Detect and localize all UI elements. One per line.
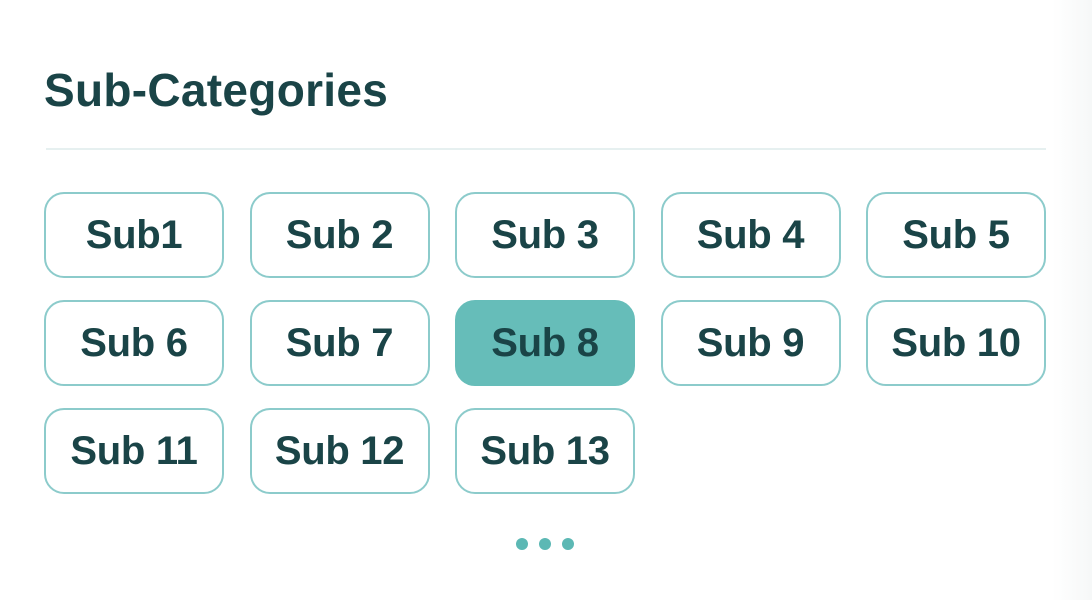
more-button[interactable] xyxy=(516,538,574,550)
subcategory-chip[interactable]: Sub 11 xyxy=(44,408,224,494)
ellipsis-icon xyxy=(539,538,551,550)
subcategory-chip[interactable]: Sub 6 xyxy=(44,300,224,386)
subcategory-chip[interactable]: Sub 9 xyxy=(660,300,841,386)
title-divider xyxy=(46,148,1046,150)
subcategory-chip[interactable]: Sub 2 xyxy=(249,192,430,278)
subcategory-chip[interactable]: Sub 3 xyxy=(455,192,635,278)
subcategory-chip[interactable]: Sub1 xyxy=(44,192,224,278)
subcategory-chip[interactable]: Sub 12 xyxy=(249,408,430,494)
ellipsis-icon xyxy=(516,538,528,550)
subcategory-chip-grid: Sub1 Sub 2 Sub 3 Sub 4 Sub 5 Sub 6 Sub 7… xyxy=(44,192,1046,494)
subcategory-chip[interactable]: Sub 7 xyxy=(249,300,430,386)
subcategory-chip[interactable]: Sub 10 xyxy=(866,300,1046,386)
section-title: Sub-Categories xyxy=(44,64,389,116)
subcategory-chip[interactable]: Sub 4 xyxy=(660,192,841,278)
subcategory-chip[interactable]: Sub 13 xyxy=(455,408,635,494)
subcategory-chip[interactable]: Sub 5 xyxy=(866,192,1046,278)
subcategory-chip-selected[interactable]: Sub 8 xyxy=(455,300,635,386)
ellipsis-icon xyxy=(562,538,574,550)
